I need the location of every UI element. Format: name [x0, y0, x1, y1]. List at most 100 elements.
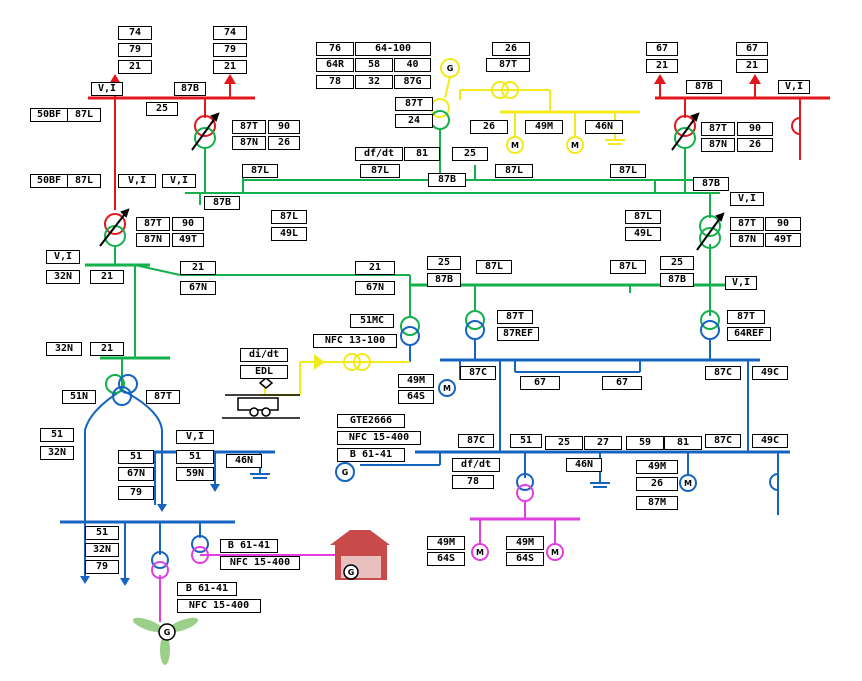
relay-label: 24: [395, 114, 433, 128]
relay-label: EDL: [240, 365, 288, 379]
motor-blue-2-letter: M: [684, 479, 692, 488]
relay-label: 87L: [495, 164, 533, 178]
blue-machines: [335, 379, 697, 492]
relay-label: 49M: [525, 120, 563, 134]
generator-blue-letter: G: [342, 468, 349, 477]
relay-label: 87L: [360, 164, 400, 178]
relay-label: 32N: [46, 270, 80, 284]
relay-label: 87B: [686, 80, 722, 94]
relay-label: 49C: [752, 434, 788, 448]
relay-label: 81: [404, 147, 440, 161]
relay-label: 87B: [660, 273, 694, 287]
relay-label: df/dt: [355, 147, 403, 161]
edl-vehicle: [222, 377, 300, 419]
relay-label: 87B: [174, 82, 206, 96]
relay-label: V,I: [118, 174, 156, 188]
relay-label: GTE2666: [337, 414, 405, 428]
magenta-section: [159, 501, 580, 622]
relay-label: 87N: [701, 138, 735, 152]
relay-label: 25: [660, 256, 694, 270]
relay-label: 87REF: [497, 327, 539, 341]
relay-label: 87N: [730, 233, 764, 247]
transformer-right-green: [696, 212, 725, 251]
relay-label: 25: [146, 102, 178, 116]
relay-label: 49C: [752, 366, 788, 380]
relay-label: 78: [452, 475, 494, 489]
relay-label: 21: [118, 60, 152, 74]
relay-label: 67N: [118, 467, 154, 481]
relay-label: 87L: [476, 260, 512, 274]
transformer-upper-right: [671, 112, 700, 151]
relay-label: 51: [85, 526, 119, 540]
house-icon: [330, 530, 390, 580]
relay-label: 90: [172, 217, 204, 231]
motor-yellow-1-letter: M: [511, 141, 519, 150]
relay-label: V,I: [725, 276, 757, 290]
relay-label: V,I: [730, 192, 764, 206]
generator-top: [440, 58, 460, 99]
magenta-motors: [471, 543, 564, 561]
relay-label: 79: [118, 486, 154, 500]
relay-label: 87N: [136, 233, 170, 247]
relay-label: 21: [90, 270, 124, 284]
transformer-upper-red: [191, 112, 220, 151]
relay-label: 67N: [355, 281, 395, 295]
relay-label: 49T: [765, 233, 801, 247]
relay-label: 51: [176, 450, 214, 464]
generator-wind-letter: G: [164, 628, 171, 637]
relay-label: 87G: [394, 75, 431, 89]
relay-label: 51: [40, 428, 74, 442]
relay-label: B 61-41: [220, 539, 278, 553]
relay-label: 21: [646, 59, 678, 73]
blue-arrows: [80, 484, 220, 586]
relay-label: 67N: [180, 281, 216, 295]
relay-label: 32N: [85, 543, 119, 557]
relay-label: 87L: [610, 260, 646, 274]
relay-label: 87L: [67, 108, 101, 122]
relay-label: 87T: [136, 217, 170, 231]
relay-label: 87T: [730, 217, 764, 231]
relay-label: NFC 15-400: [220, 556, 300, 570]
relay-label: 49M: [398, 374, 434, 388]
red-arrows: [109, 74, 761, 84]
motor-magenta-2-letter: M: [551, 548, 559, 557]
generator-house-letter: G: [348, 568, 355, 577]
relay-label: 90: [765, 217, 801, 231]
relay-label: 87N: [232, 136, 266, 150]
relay-label: 64R: [316, 58, 354, 72]
relay-label: 50BF: [30, 174, 68, 188]
relay-label: 21: [213, 60, 247, 74]
relay-label: 79: [213, 43, 247, 57]
relay-label: 67: [646, 42, 678, 56]
relay-label: 21: [355, 261, 395, 275]
relay-label: 87T: [497, 310, 533, 324]
relay-label: 64S: [427, 552, 465, 566]
relay-label: 67: [736, 42, 768, 56]
relay-label: 49M: [427, 536, 465, 550]
relay-label: 87T: [146, 390, 180, 404]
relay-label: V,I: [162, 174, 196, 188]
relay-label: 51: [510, 434, 542, 448]
transformer-64ref: [700, 310, 720, 340]
relay-label: NFC 15-400: [177, 599, 261, 613]
relay-label: 50BF: [30, 108, 68, 122]
relay-label: 81: [664, 436, 702, 450]
relay-label: 25: [427, 256, 461, 270]
relay-label: 49L: [625, 227, 661, 241]
relay-label: 78: [316, 75, 354, 89]
relay-label: 87M: [636, 496, 678, 510]
relay-label: 64-100: [355, 42, 431, 56]
relay-label: NFC 15-400: [337, 431, 421, 445]
relay-label: 49M: [506, 536, 544, 550]
relay-label: 26: [492, 42, 530, 56]
relay-label: 32N: [40, 446, 74, 460]
relay-label: 21: [736, 59, 768, 73]
relay-label: V,I: [91, 82, 123, 96]
relay-label: B 61-41: [177, 582, 237, 596]
relay-label: 90: [268, 120, 300, 134]
relay-label: 87T: [701, 122, 735, 136]
relay-label: 74: [118, 26, 152, 40]
relay-label: 79: [85, 560, 119, 574]
relay-label: 87T: [395, 97, 433, 111]
